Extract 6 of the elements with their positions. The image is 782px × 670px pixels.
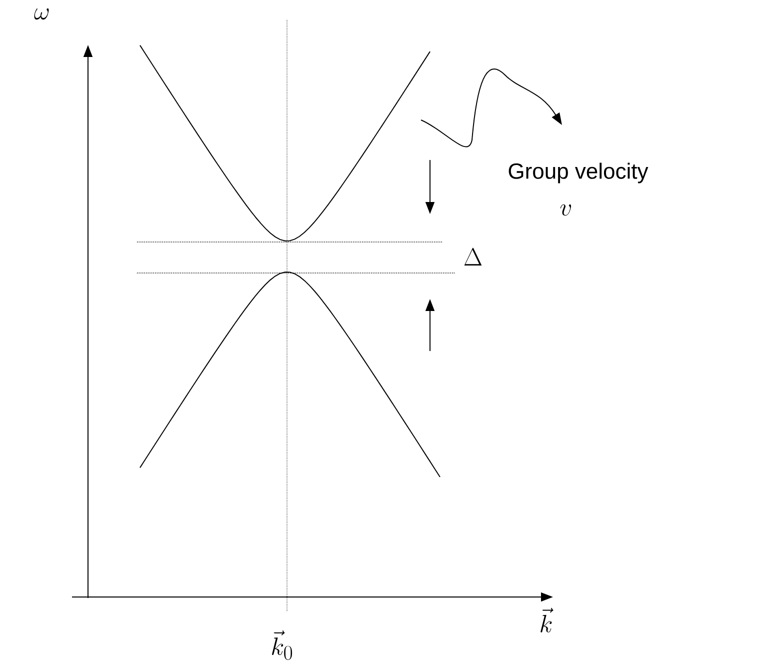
gap-label: $\Delta$ bbox=[464, 248, 482, 266]
tick-label: $\vec{k}_0$ bbox=[272, 630, 292, 660]
symbol-label: $v$ bbox=[560, 204, 572, 216]
axis-label: $\vec{k}$ bbox=[540, 608, 554, 632]
axis-label: $\omega$ bbox=[34, 8, 49, 20]
annotation-text: Group velocity bbox=[508, 162, 648, 184]
